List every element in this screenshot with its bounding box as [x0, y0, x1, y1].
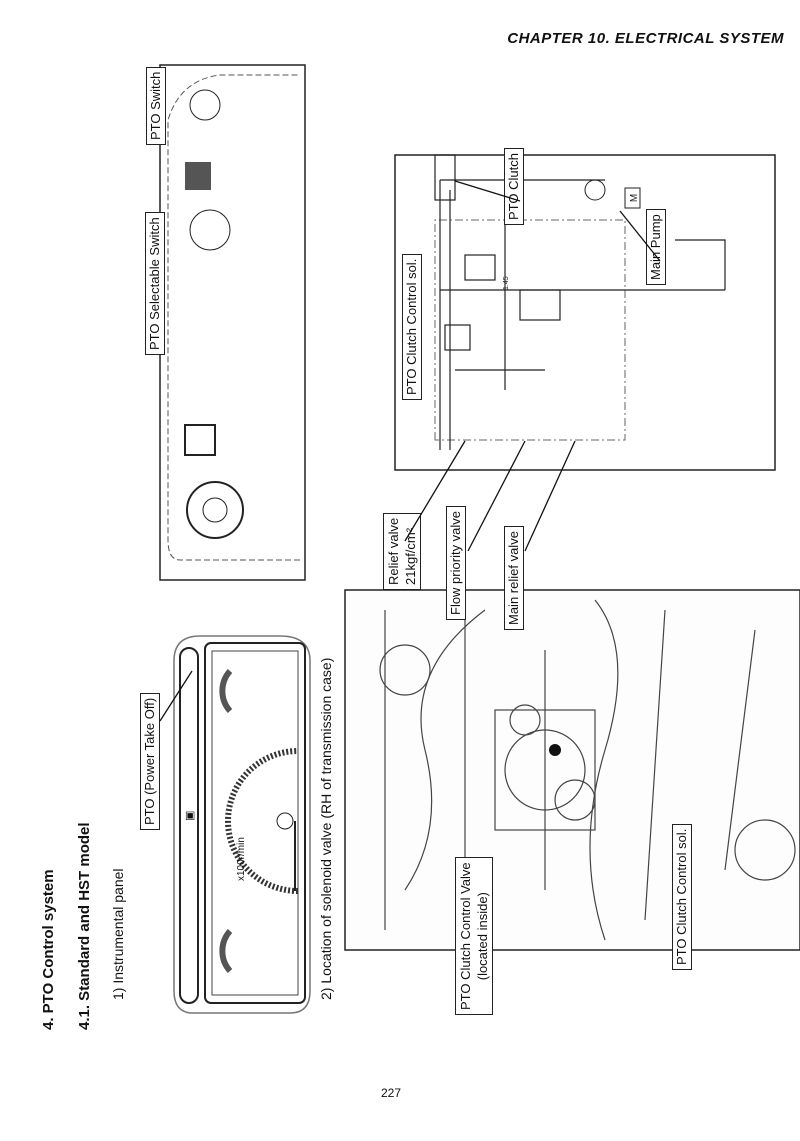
- motor-symbol: M: [629, 194, 640, 202]
- orifice-label: 1.45: [503, 276, 510, 290]
- chapter-header: CHAPTER 10. ELECTRICAL SYSTEM: [507, 30, 784, 47]
- hydraulic-diagram: M 1.45: [394, 154, 776, 471]
- page-number: 227: [381, 1086, 402, 1100]
- instrument-panel-drawing: [173, 635, 311, 1014]
